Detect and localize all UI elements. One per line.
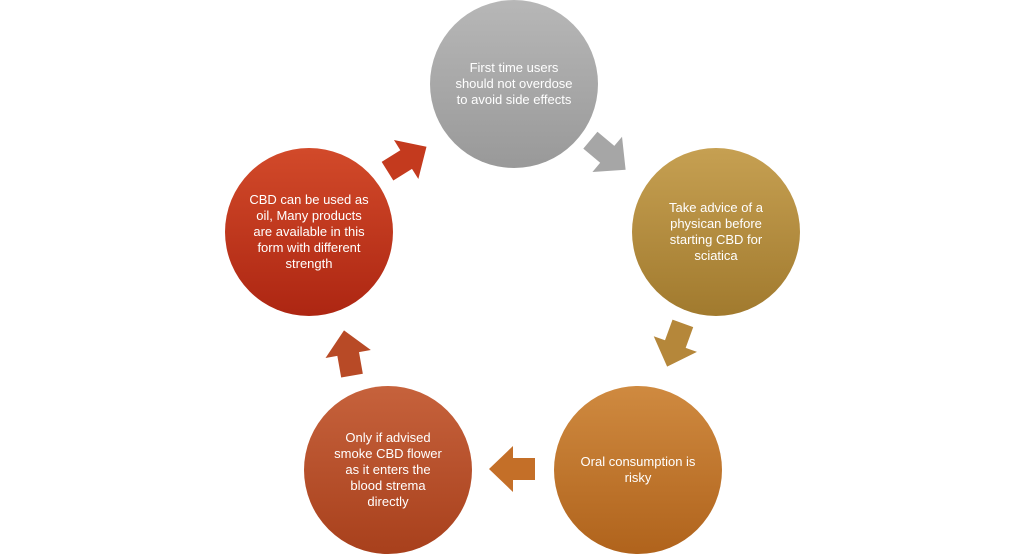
arrow-physician-to-oral-icon [640,310,709,379]
node-label-overdose: First time users should not overdose to … [455,60,573,107]
node-label-physician: Take advice of a physican before startin… [669,200,763,263]
arrow-overdose-to-physician-icon [570,117,646,193]
node-label-oral: Oral consumption is risky [580,454,696,485]
cycle-node-physician: Take advice of a physican before startin… [632,148,800,316]
arrow-oil-to-overdose-icon [370,122,444,196]
node-label-oil: CBD can be used as oil, Many products ar… [249,192,369,271]
cycle-node-smoke: Only if advised smoke CBD flower as it e… [304,386,472,554]
cycle-node-overdose: First time users should not overdose to … [430,0,598,168]
arrow-oral-to-smoke-icon [485,442,539,496]
cycle-node-oral: Oral consumption is risky [554,386,722,554]
arrow-smoke-to-oil-icon [317,322,380,385]
node-label-smoke: Only if advised smoke CBD flower as it e… [334,430,442,509]
cycle-node-oil: CBD can be used as oil, Many products ar… [225,148,393,316]
